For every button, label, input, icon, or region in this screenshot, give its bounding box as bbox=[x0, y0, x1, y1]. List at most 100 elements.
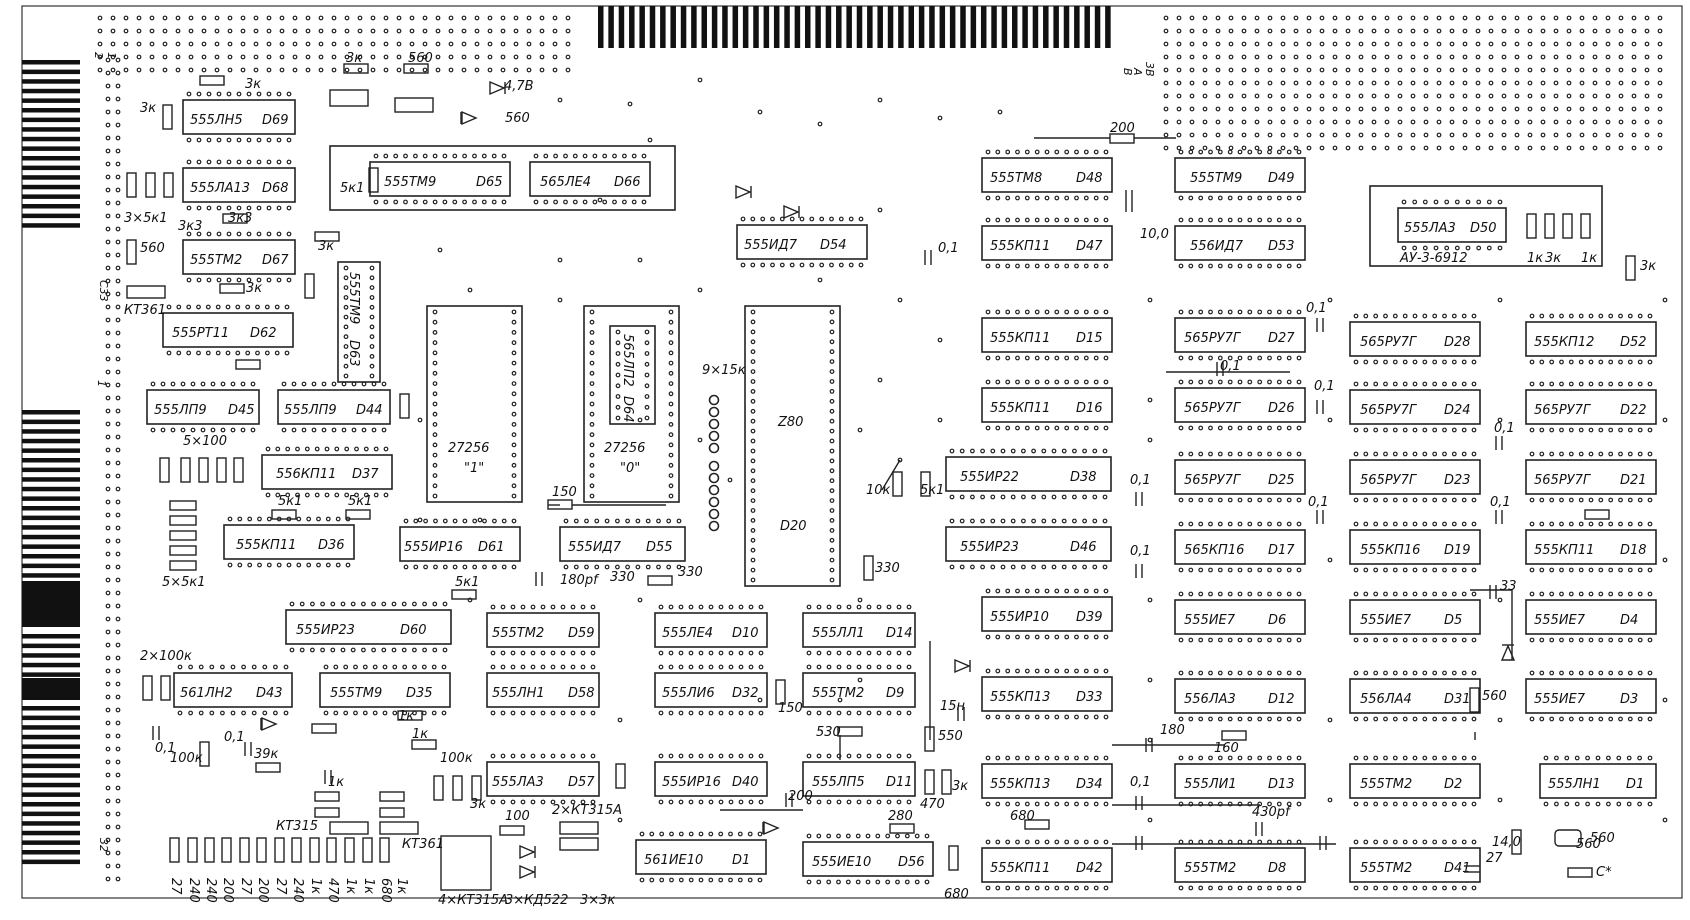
drill-hole bbox=[1402, 637, 1408, 643]
drill-hole bbox=[540, 799, 546, 805]
drill-hole bbox=[1461, 521, 1467, 527]
drill-hole bbox=[1280, 132, 1286, 138]
drill-hole bbox=[432, 391, 438, 397]
drill-hole bbox=[644, 394, 650, 399]
drill-hole bbox=[1227, 451, 1233, 457]
drill-hole bbox=[757, 697, 763, 703]
drill-hole bbox=[1237, 670, 1243, 676]
drill-hole bbox=[105, 642, 111, 648]
component-value: 5к1 bbox=[920, 483, 944, 498]
drill-hole bbox=[1276, 521, 1282, 527]
drill-hole bbox=[1217, 716, 1223, 722]
drill-hole bbox=[511, 360, 517, 366]
drill-hole bbox=[500, 710, 506, 716]
drill-hole bbox=[196, 277, 202, 283]
drill-hole bbox=[1041, 494, 1047, 500]
drill-hole bbox=[115, 122, 121, 128]
drill-hole bbox=[1358, 41, 1364, 47]
drill-hole bbox=[292, 28, 298, 34]
drill-hole bbox=[708, 650, 714, 656]
drill-hole bbox=[343, 324, 349, 330]
chip-ref: D40 bbox=[732, 775, 759, 790]
drill-hole bbox=[570, 664, 576, 670]
connector-finger bbox=[22, 108, 80, 113]
drill-hole bbox=[511, 483, 517, 489]
drill-hole bbox=[656, 564, 661, 570]
drill-hole bbox=[589, 462, 595, 468]
connector-finger bbox=[22, 69, 80, 75]
connector-finger bbox=[22, 653, 80, 658]
drill-hole bbox=[1064, 755, 1070, 761]
drill-hole bbox=[597, 197, 603, 203]
component-value: 3×КД522 bbox=[505, 893, 568, 908]
drill-hole bbox=[1202, 54, 1208, 60]
drill-hole bbox=[1254, 119, 1260, 125]
drill-hole bbox=[1247, 567, 1253, 573]
drill-hole bbox=[323, 710, 329, 716]
drill-hole bbox=[170, 427, 176, 433]
drill-hole bbox=[829, 262, 834, 268]
drill-hole bbox=[1566, 106, 1572, 112]
drill-hole bbox=[1422, 313, 1428, 319]
drill-hole bbox=[500, 799, 506, 805]
drill-hole bbox=[1178, 379, 1184, 385]
drill-hole bbox=[573, 518, 579, 524]
drill-hole bbox=[513, 28, 519, 34]
drill-hole bbox=[1280, 93, 1286, 99]
connector-finger bbox=[22, 643, 80, 649]
drill-hole bbox=[1353, 637, 1359, 643]
drill-hole bbox=[829, 468, 835, 474]
drill-hole bbox=[1608, 313, 1614, 319]
sip-pin bbox=[708, 394, 720, 406]
resistor bbox=[169, 560, 197, 571]
drill-hole bbox=[295, 492, 300, 498]
drill-hole bbox=[1188, 355, 1194, 361]
drill-hole bbox=[105, 564, 111, 570]
drill-hole bbox=[461, 54, 467, 60]
drill-hole bbox=[115, 109, 121, 115]
drill-hole bbox=[649, 877, 655, 883]
drill-hole bbox=[708, 799, 714, 805]
drill-hole bbox=[432, 452, 438, 458]
drill-hole bbox=[1054, 885, 1060, 891]
drill-hole bbox=[836, 604, 842, 610]
resistor bbox=[274, 837, 285, 863]
drill-hole bbox=[344, 28, 350, 34]
drill-hole bbox=[1432, 670, 1438, 676]
drill-hole bbox=[1605, 41, 1611, 47]
drill-hole bbox=[718, 664, 724, 670]
drill-hole bbox=[728, 710, 734, 716]
drill-hole bbox=[448, 54, 454, 60]
drill-hole bbox=[1247, 839, 1253, 845]
chip-label: 555ЛП9 bbox=[154, 403, 207, 418]
drill-hole bbox=[1064, 355, 1070, 361]
drill-hole bbox=[292, 67, 298, 73]
drill-hole bbox=[1549, 716, 1555, 722]
drill-hole bbox=[1397, 54, 1403, 60]
chip-ref: "1" bbox=[464, 461, 484, 476]
drill-hole bbox=[1592, 106, 1598, 112]
drill-hole bbox=[708, 877, 714, 883]
drill-hole bbox=[1553, 801, 1559, 807]
component-value: 680 bbox=[378, 878, 393, 903]
drill-hole bbox=[658, 753, 664, 759]
drill-hole bbox=[513, 15, 519, 21]
drill-hole bbox=[990, 448, 996, 454]
drill-hole bbox=[589, 350, 595, 356]
drill-hole bbox=[1471, 885, 1477, 891]
drill-hole bbox=[885, 879, 891, 885]
drill-hole bbox=[1005, 755, 1011, 761]
drill-hole bbox=[403, 153, 408, 159]
drill-hole bbox=[590, 650, 596, 656]
drill-hole bbox=[357, 28, 363, 34]
chip-ref: D4 bbox=[1620, 613, 1638, 628]
drill-hole bbox=[1217, 670, 1223, 676]
drill-hole bbox=[105, 694, 111, 700]
drill-hole bbox=[1540, 28, 1546, 34]
drill-hole bbox=[370, 54, 376, 60]
drill-hole bbox=[1397, 41, 1403, 47]
drill-hole bbox=[829, 458, 835, 464]
